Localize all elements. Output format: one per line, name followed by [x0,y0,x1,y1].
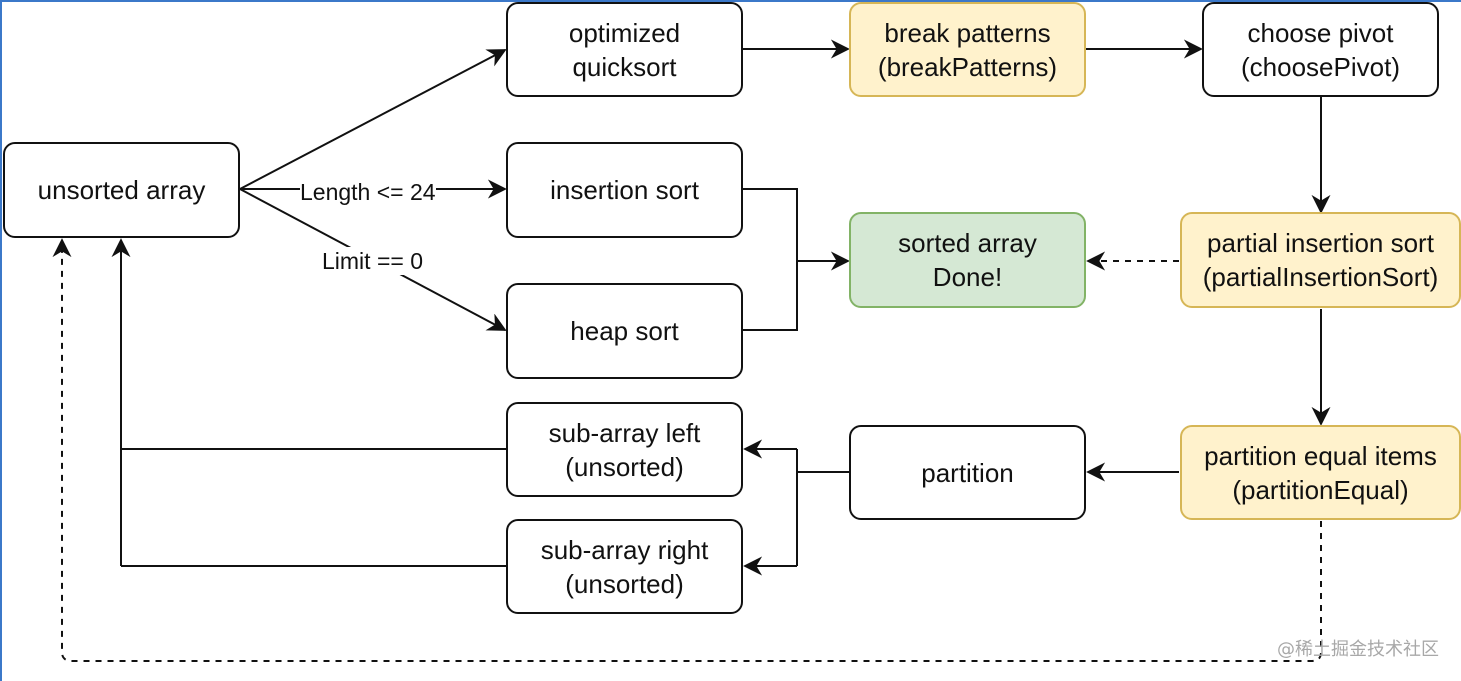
optimized-quicksort-node: optimized quicksort [506,2,743,97]
sorted-array-label-line1: sorted array [898,228,1037,258]
partition-equal-items-label-line1: partition equal items [1204,440,1437,471]
break-patterns-label-line1: break patterns [884,17,1051,48]
partition-node: partition [849,425,1086,520]
sorted-array-node: sorted array Done! [849,212,1086,308]
heap-sort-label: heap sort [570,316,679,346]
unsorted-array-label: unsorted array [37,175,206,205]
break-patterns-node: break patterns (breakPatterns) [849,2,1086,97]
heap-sort-node: heap sort [506,283,743,379]
edge-partitionequal-to-unsorted-dashed [52,238,1322,662]
frame-top-edge [0,0,1461,2]
choose-pivot-label-line1: choose pivot [1247,17,1394,48]
sub-array-right-label-line1: sub-array right [540,534,709,565]
unsorted-array-node: unsorted array [3,142,240,238]
insertion-sort-node: insertion sort [506,142,743,238]
partition-equal-items-node: partition equal items (partitionEqual) [1180,425,1461,520]
sub-array-left-label-line2: (unsorted) [565,451,684,482]
sub-array-right-node: sub-array right (unsorted) [506,519,743,614]
sub-array-left-label-line1: sub-array left [548,417,701,448]
partial-insertion-sort-label-line1: partial insertion sort [1207,228,1434,258]
optimized-quicksort-label-line2: quicksort [572,51,677,82]
choose-pivot-node: choose pivot (choosePivot) [1202,2,1439,97]
watermark-text: @稀土掘金技术社区 [1277,639,1439,660]
partition-label: partition [921,457,1014,488]
length-condition-label: Length <= 24 [300,178,436,206]
sub-array-right-label-line2: (unsorted) [565,568,684,599]
partial-insertion-sort-label-line2: (partialInsertionSort) [1202,262,1439,292]
choose-pivot-label-line2: (choosePivot) [1241,51,1400,82]
optimized-quicksort-label-line1: optimized [568,17,681,48]
insertion-sort-label: insertion sort [550,175,699,205]
sorted-array-label-line2: Done! [932,262,1003,292]
break-patterns-label-line2: (breakPatterns) [877,51,1058,82]
edge-unsorted-to-quicksort [239,49,507,190]
edge-insertion-to-sorted [743,188,798,261]
partition-equal-items-label-line2: (partitionEqual) [1232,474,1409,505]
sub-array-left-node: sub-array left (unsorted) [506,402,743,497]
partial-insertion-sort-node: partial insertion sort (partialInsertion… [1180,212,1461,308]
frame-left-edge [0,0,2,681]
edge-heapsort-to-sorted [743,261,798,331]
limit-condition-label: Limit == 0 [322,247,423,275]
